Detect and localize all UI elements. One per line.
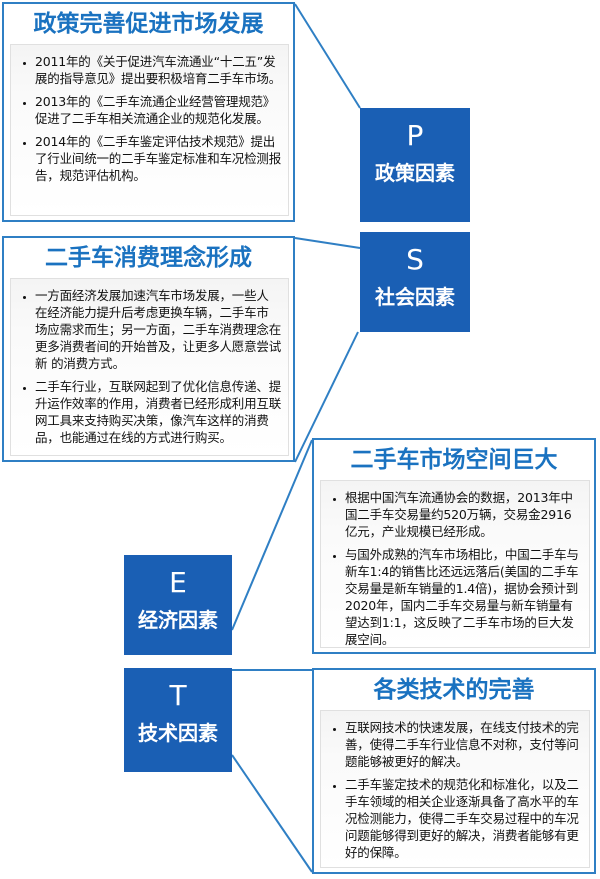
tag-tech: T 技术因素	[124, 668, 232, 772]
economic-panel: 二手车市场空间巨大 根据中国汽车流通协会的数据，2013年中国二手车交易量约52…	[312, 438, 596, 654]
tag-economic-letter: E	[169, 566, 187, 599]
tag-policy-letter: P	[406, 119, 424, 152]
policy-item: 2011年的《关于促进汽车流通业“十二五”发展的指导意见》提出要积极培育二手车市…	[35, 53, 282, 87]
policy-body: 2011年的《关于促进汽车流通业“十二五”发展的指导意见》提出要积极培育二手车市…	[10, 44, 289, 216]
policy-item: 2013年的《二手车流通企业经营管理规范》 促进了二手车相关流通企业的规范化发展…	[35, 93, 282, 127]
social-item: 二手车行业，互联网起到了优化信息传递、提升运作效率的作用，消费者已经形成利用互联…	[35, 378, 282, 446]
tag-tech-letter: T	[169, 679, 187, 712]
social-list: 一方面经济发展加速汽车市场发展，一些人 在经济能力提升后考虑更换车辆，二手车市 …	[13, 287, 282, 446]
economic-list: 根据中国汽车流通协会的数据，2013年中国二手车交易量约520万辆，交易金291…	[323, 489, 583, 647]
social-title: 二手车消费理念形成	[45, 245, 252, 271]
tech-body: 互联网技术的快速发展，在线支付技术的完善，使得二手车行业信息不对称，支付等问题能…	[320, 710, 590, 868]
policy-item: 2014年的《二手车鉴定评估技术规范》提出了行业间统一的二手车鉴定标准和车况检测…	[35, 133, 282, 184]
tag-policy: P 政策因素	[360, 108, 470, 222]
policy-list: 2011年的《关于促进汽车流通业“十二五”发展的指导意见》提出要积极培育二手车市…	[13, 53, 282, 184]
tag-social-letter: S	[406, 243, 424, 276]
tech-list: 互联网技术的快速发展，在线支付技术的完善，使得二手车行业信息不对称，支付等问题能…	[323, 719, 583, 861]
economic-body: 根据中国汽车流通协会的数据，2013年中国二手车交易量约520万辆，交易金291…	[320, 480, 590, 648]
economic-title: 二手车市场空间巨大	[350, 447, 558, 473]
tag-economic-name: 经济因素	[138, 608, 218, 632]
tech-panel: 各类技术的完善 互联网技术的快速发展，在线支付技术的完善，使得二手车行业信息不对…	[312, 668, 596, 874]
policy-panel: 政策完善促进市场发展 2011年的《关于促进汽车流通业“十二五”发展的指导意见》…	[2, 2, 295, 222]
economic-item: 根据中国汽车流通协会的数据，2013年中国二手车交易量约520万辆，交易金291…	[345, 489, 583, 540]
social-panel: 二手车消费理念形成 一方面经济发展加速汽车市场发展，一些人 在经济能力提升后考虑…	[2, 236, 295, 462]
tag-social: S 社会因素	[360, 232, 470, 332]
economic-item: 与国外成熟的汽车市场相比，中国二手车与新车1:4的销售比还远远落后(美国的二手车…	[345, 546, 583, 647]
policy-title: 政策完善促进市场发展	[33, 11, 264, 37]
tag-economic: E 经济因素	[124, 555, 232, 655]
tech-item: 二手车鉴定技术的规范化和标准化，以及二手车领域的相关企业逐渐具备了高水平的车况检…	[345, 776, 583, 861]
social-item: 一方面经济发展加速汽车市场发展，一些人 在经济能力提升后考虑更换车辆，二手车市 …	[35, 287, 282, 372]
tech-item: 互联网技术的快速发展，在线支付技术的完善，使得二手车行业信息不对称，支付等问题能…	[345, 719, 583, 770]
tag-social-name: 社会因素	[375, 285, 455, 309]
tag-tech-name: 技术因素	[138, 721, 218, 745]
social-body: 一方面经济发展加速汽车市场发展，一些人 在经济能力提升后考虑更换车辆，二手车市 …	[10, 278, 289, 456]
tag-policy-name: 政策因素	[375, 161, 455, 185]
tech-title: 各类技术的完善	[373, 677, 535, 703]
